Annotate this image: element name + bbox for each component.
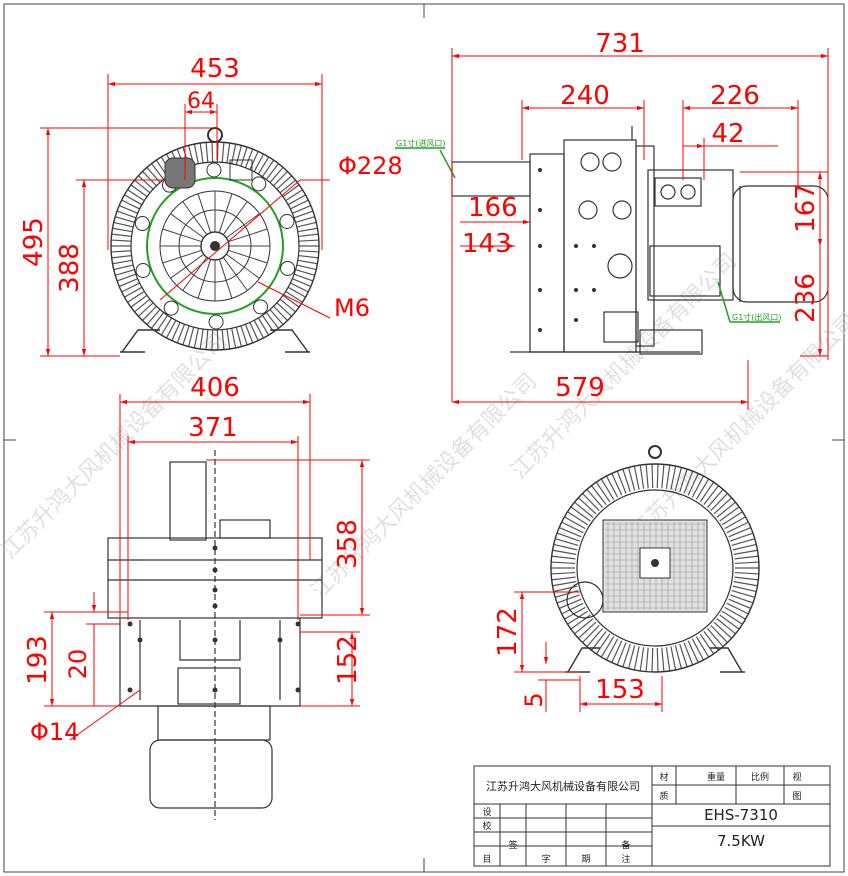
title-footer-2: 字	[541, 853, 550, 865]
rear-dimensions	[514, 591, 663, 712]
dim-m6: M6	[334, 294, 370, 322]
front-dimensions	[40, 74, 331, 357]
dim-495: 495	[19, 217, 49, 267]
dim-167: 167	[791, 183, 821, 233]
title-weight: 重量	[707, 771, 725, 783]
title-scale: 比例	[751, 771, 769, 783]
dim-5: 5	[520, 692, 548, 707]
dim-153: 153	[595, 675, 645, 705]
dim-406: 406	[190, 373, 240, 403]
dim-64: 64	[187, 89, 215, 114]
title-footer-0: 目	[482, 854, 491, 865]
bottom-dimensions	[44, 394, 370, 741]
dim-20: 20	[64, 649, 92, 680]
dim-731: 731	[595, 29, 645, 59]
title-material-2: 质	[659, 790, 668, 802]
side-dimensions	[451, 48, 829, 410]
front-view	[110, 127, 320, 353]
title-power: 7.5KW	[717, 832, 765, 850]
dim-42: 42	[711, 119, 744, 149]
dim-358: 358	[333, 519, 363, 569]
title-footer-3: 期	[581, 854, 590, 865]
dim-579: 579	[555, 373, 605, 403]
side-view	[451, 126, 829, 355]
watermark-1: 江苏升鸿大风机械设备有限公司	[0, 329, 232, 564]
dim-240: 240	[560, 81, 610, 111]
dim-236: 236	[791, 273, 821, 323]
side-green-leaders	[395, 147, 780, 323]
title-footer-1: 签	[508, 839, 517, 851]
dim-152: 152	[333, 635, 363, 685]
title-company: 江苏升鸿大风机械设备有限公司	[486, 779, 640, 793]
dim-143: 143	[462, 229, 512, 259]
outlet-label: G1寸(出风口)	[732, 312, 782, 322]
dim-172: 172	[493, 607, 523, 657]
title-material-1: 材	[659, 771, 668, 783]
title-view-2: 图	[792, 791, 801, 802]
rear-view	[550, 445, 760, 673]
title-footer-5: 注	[621, 853, 630, 865]
dim-166: 166	[468, 193, 518, 223]
dim-371: 371	[188, 413, 238, 443]
dim-226: 226	[710, 81, 760, 111]
bottom-view	[107, 450, 323, 820]
dim-dia-228: Φ228	[338, 152, 403, 180]
title-design: 设	[482, 807, 491, 818]
title-footer-4: 备	[621, 839, 630, 851]
title-model: EHS-7310	[704, 806, 778, 824]
dim-388: 388	[55, 243, 85, 293]
dim-dia-14: Φ14	[30, 718, 79, 746]
title-view-1: 视	[792, 771, 801, 783]
inlet-label: G1寸(进风口)	[396, 138, 446, 148]
dim-453: 453	[190, 54, 240, 84]
title-check: 校	[482, 820, 491, 832]
title-block	[473, 765, 831, 867]
dim-193: 193	[23, 635, 53, 685]
